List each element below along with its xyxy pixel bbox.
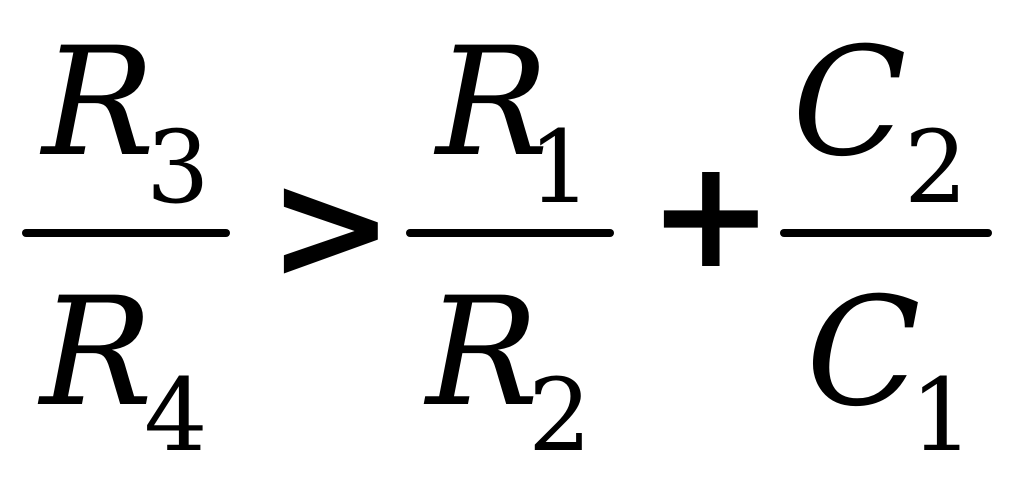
- numerator-letter-r3: R: [42, 16, 155, 190]
- greater-than-symbol: >: [268, 140, 394, 314]
- fraction-bar-1: [22, 229, 230, 237]
- denominator-subscript-1: 1: [910, 357, 974, 474]
- fraction-bar-2: [406, 229, 614, 237]
- numerator-subscript-3: 3: [146, 109, 210, 226]
- numerator-letter-c2: C: [792, 16, 907, 190]
- numerator-subscript-1: 1: [528, 109, 592, 226]
- numerator-letter-r1: R: [436, 16, 549, 190]
- denominator-letter-r2: R: [426, 266, 539, 440]
- plus-symbol: +: [648, 128, 774, 302]
- denominator-letter-r4: R: [40, 266, 153, 440]
- numerator-subscript-2: 2: [904, 109, 968, 226]
- denominator-subscript-4: 4: [144, 357, 208, 474]
- denominator-letter-c1: C: [806, 266, 921, 440]
- fraction-bar-3: [780, 229, 992, 237]
- denominator-subscript-2: 2: [528, 357, 592, 474]
